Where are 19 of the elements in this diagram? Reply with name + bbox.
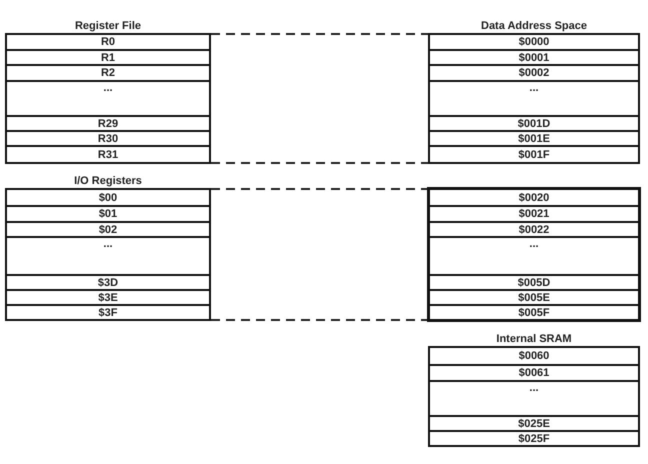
memory-cell: ... — [428, 236, 640, 276]
dashed-line — [211, 319, 428, 321]
memory-cell: ... — [428, 380, 640, 417]
block-heading: Data Address Space — [481, 19, 587, 33]
dashed-line — [211, 162, 428, 164]
block-heading: Register File — [74, 19, 142, 33]
memory-cell: ... — [5, 236, 211, 276]
memory-cell: ... — [5, 80, 211, 117]
memory-cell: $005F — [428, 304, 640, 321]
block-heading: I/O Registers — [74, 174, 142, 188]
memory-cell: $025F — [428, 430, 640, 447]
memory-cell: $3F — [5, 304, 211, 321]
block-heading: Internal SRAM — [496, 332, 572, 346]
dashed-line — [211, 33, 428, 35]
dashed-line — [211, 188, 428, 190]
memory-cell: ... — [428, 80, 640, 117]
memory-cell: R31 — [5, 145, 211, 164]
memory-cell: $001F — [428, 145, 640, 164]
memory-cell: $0060 — [428, 346, 640, 366]
